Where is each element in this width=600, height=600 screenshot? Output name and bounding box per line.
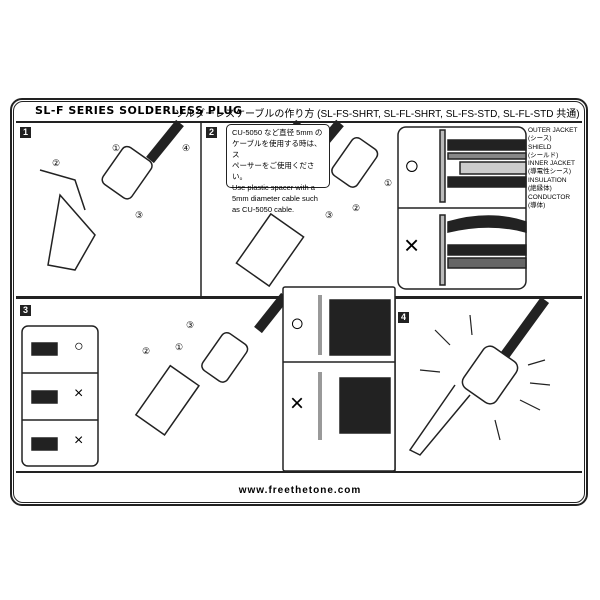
step-number-2: 2	[206, 127, 217, 138]
marker: ①	[112, 143, 121, 153]
note-line: 5mm diameter cable such	[232, 194, 318, 203]
ok-mark: ○	[74, 338, 84, 355]
step-number-1: 1	[20, 127, 31, 138]
layer-label: INNER JACKET	[528, 160, 575, 167]
ng-mark: ×	[74, 432, 84, 449]
ng-mark: ×	[404, 230, 420, 260]
ng-mark: ×	[74, 385, 84, 402]
layer-label: OUTER JACKET	[528, 127, 578, 134]
step-number-3: 3	[20, 305, 31, 316]
layer-label-jp: (シース)	[528, 135, 552, 142]
ng-mark: ×	[290, 390, 305, 417]
layer-label-jp: (絶縁体)	[528, 185, 552, 192]
layer-label-jp: (導体)	[528, 202, 546, 209]
layer-shield: SHIELD(シールド)	[528, 144, 558, 160]
footer-divider	[16, 471, 582, 473]
layer-label: CONDUCTOR	[528, 194, 571, 201]
marker: ③	[325, 210, 334, 220]
marker: ②	[52, 158, 61, 168]
layer-inner-jacket: INNER JACKET(導電性シース)	[528, 160, 575, 176]
title: SL-F SERIES SOLDERLESS PLUG	[35, 104, 243, 117]
layer-label: INSULATION	[528, 177, 567, 184]
header-divider	[16, 121, 582, 123]
instruction-frame	[10, 98, 588, 506]
marker: ③	[135, 210, 144, 220]
layer-outer-jacket: OUTER JACKET(シース)	[528, 127, 577, 143]
note-line: ケーブルを使用する時は、ス	[232, 139, 322, 159]
ok-mark: ○	[290, 310, 305, 337]
layer-label: SHIELD	[528, 144, 552, 151]
marker: ②	[142, 346, 151, 356]
website-url: www.freethetone.com	[238, 485, 362, 496]
layer-label-jp: (シールド)	[528, 152, 559, 159]
step-number-4: 4	[398, 312, 409, 323]
note-line: CU-5050 など直径 5mm の	[232, 128, 323, 137]
instruction-frame-inner	[13, 101, 585, 503]
layer-conductor: CONDUCTOR(導体)	[528, 194, 570, 210]
note-line: ペーサーをご使用ください。	[232, 161, 315, 181]
layer-label-jp: (導電性シース)	[528, 168, 572, 175]
ok-mark: ○	[404, 150, 420, 180]
note-line: Use plastic spacer with a	[232, 183, 315, 192]
marker: ③	[186, 320, 195, 330]
spacer-note: CU-5050 など直径 5mm の ケーブルを使用する時は、ス ペーサーをご使…	[226, 124, 330, 214]
marker: ④	[182, 143, 191, 153]
marker: ②	[352, 203, 361, 213]
marker: ①	[384, 178, 393, 188]
subtitle: ソルダーレスケーブルの作り方 (SL-FS-SHRT, SL-FL-SHRT, …	[175, 109, 580, 120]
note-line: as CU-5050 cable.	[232, 205, 295, 214]
layer-insulation: INSULATION(絶縁体)	[528, 177, 567, 193]
marker: ①	[175, 342, 184, 352]
